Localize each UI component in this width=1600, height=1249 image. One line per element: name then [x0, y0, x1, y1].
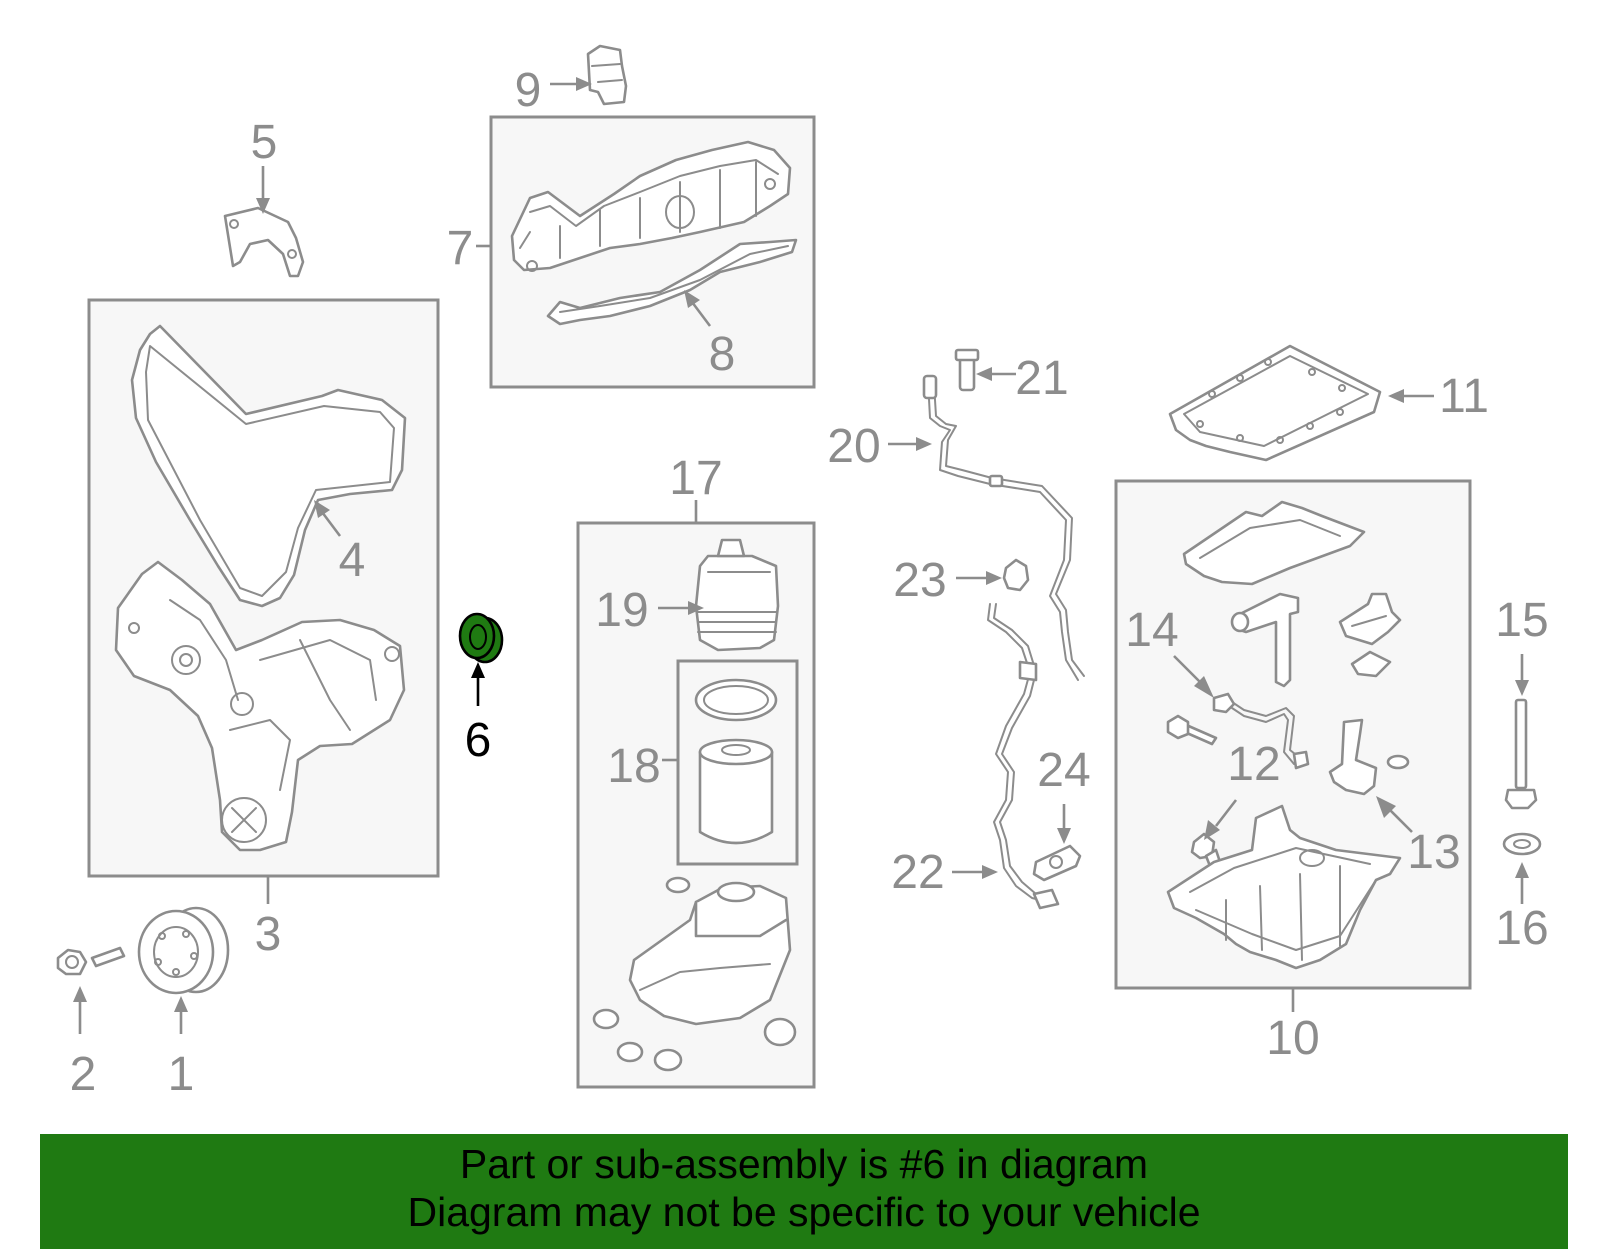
part-7-valve-cover — [510, 140, 792, 272]
callout-16: 16 — [1495, 902, 1548, 955]
callout-4: 4 — [339, 534, 366, 587]
part-10-small-gasket — [1350, 650, 1392, 678]
callout-11: 11 — [1439, 370, 1489, 423]
callout-1: 1 — [168, 1048, 195, 1101]
banner-line-part-number: Part or sub-assembly is #6 in diagram — [459, 1141, 1149, 1187]
part-13-bracket — [1328, 718, 1410, 796]
part-11-pan-gasket — [1168, 344, 1382, 462]
part-6-seal-highlighted — [458, 612, 504, 664]
callout-21: 21 — [1015, 352, 1068, 405]
part-5-bracket — [223, 206, 305, 278]
banner-line-disclaimer: Diagram may not be specific to your vehi… — [407, 1189, 1201, 1235]
part-14-sensor — [1212, 692, 1310, 770]
callout-6-highlighted: 6 — [465, 714, 492, 767]
callout-15: 15 — [1495, 594, 1548, 647]
part-10-pickup-tube — [1230, 592, 1300, 688]
callout-2: 2 — [70, 1048, 97, 1101]
part-18-filter — [694, 678, 778, 845]
part-9-cap — [586, 44, 628, 106]
callout-10: 10 — [1266, 1012, 1319, 1065]
part-21-sensor — [954, 348, 980, 392]
part-15-bolt — [1504, 698, 1538, 810]
part-3-timing-cover — [114, 560, 406, 852]
callout-22: 22 — [891, 846, 944, 899]
callout-5: 5 — [251, 116, 278, 169]
callout-7: 7 — [447, 222, 474, 275]
part-10-oil-pan — [1166, 804, 1402, 970]
part-2-bolt — [56, 946, 126, 976]
callout-18: 18 — [607, 740, 660, 793]
callout-numbers: 1 2 3 4 5 6 7 8 9 10 11 12 13 14 15 16 1… — [70, 64, 1549, 1101]
callout-8: 8 — [709, 328, 736, 381]
part-1-pulley — [137, 906, 230, 995]
part-23-plug — [1002, 558, 1030, 592]
part-24-gasket — [1032, 844, 1082, 882]
callout-17: 17 — [669, 452, 722, 505]
callout-19: 19 — [595, 584, 648, 637]
callout-24: 24 — [1037, 744, 1090, 797]
part-22-tube — [987, 603, 1060, 910]
part-20-harness — [922, 374, 1085, 681]
info-banner: Part or sub-assembly is #6 in diagram Di… — [40, 1134, 1568, 1249]
part-10-bracket — [1338, 592, 1402, 646]
callout-23: 23 — [893, 554, 946, 607]
part-16-washer — [1502, 832, 1542, 856]
part-17-housing-body — [592, 876, 797, 1072]
part-4-gasket — [130, 324, 407, 608]
part-8-gasket — [546, 238, 798, 326]
leader-lines — [73, 77, 1529, 1034]
callout-13: 13 — [1407, 826, 1460, 879]
part-10-bolt — [1166, 714, 1218, 746]
part-19-filter-cap — [694, 538, 780, 652]
callout-9: 9 — [515, 64, 542, 117]
callout-14: 14 — [1125, 604, 1178, 657]
callout-12: 12 — [1227, 738, 1280, 791]
part-10-baffle — [1182, 500, 1366, 586]
callout-20: 20 — [827, 420, 880, 473]
callout-3: 3 — [255, 908, 282, 961]
